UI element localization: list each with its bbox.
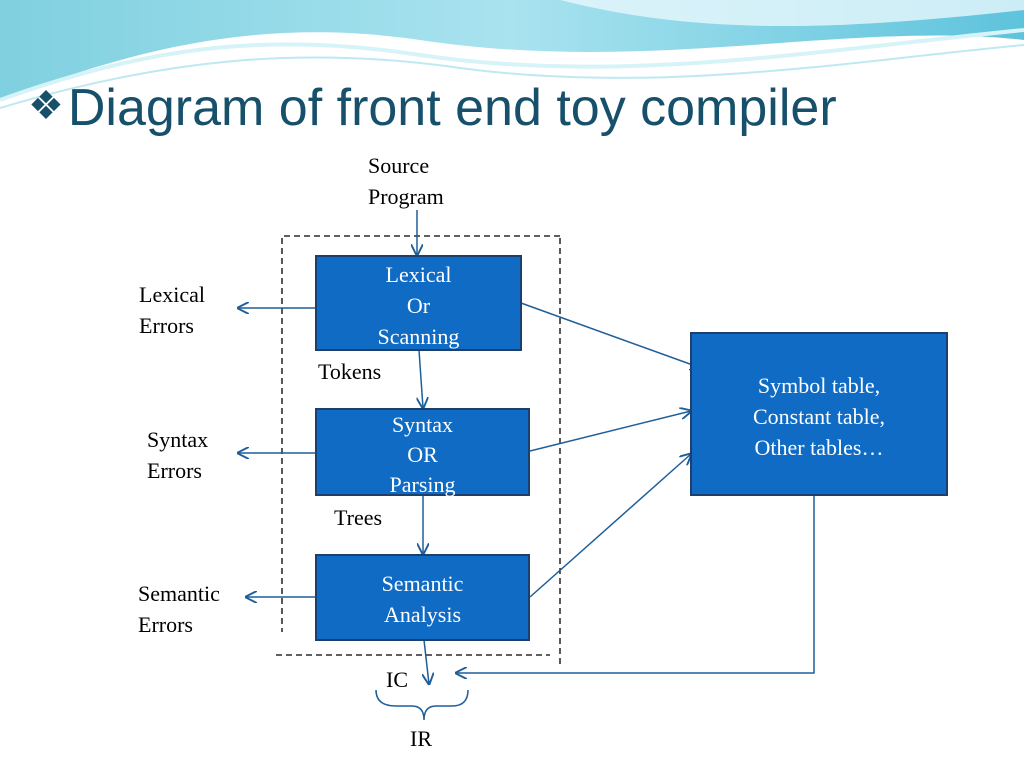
arrow-semantic-to-ic xyxy=(424,639,429,684)
slide-title-text: Diagram of front end toy compiler xyxy=(67,79,837,137)
symbol-tables-box: Symbol table, Constant table, Other tabl… xyxy=(690,332,948,496)
header-wave-decoration xyxy=(0,0,1024,109)
front-end-dashed-boundary xyxy=(276,235,561,665)
arrow-tables-to-ic xyxy=(456,495,815,673)
semantic-analysis-box: Semantic Analysis xyxy=(315,554,530,641)
ic-label: IC xyxy=(386,667,408,692)
arrow-semantic-to-tables xyxy=(529,454,691,598)
tokens-label: Tokens xyxy=(318,359,382,384)
source-program-label: Source Program xyxy=(368,153,444,209)
lexical-analysis-box: Lexical Or Scanning xyxy=(315,255,522,351)
ic-ir-brace xyxy=(375,689,469,721)
syntax-errors-label: Syntax Errors xyxy=(147,427,209,483)
lexical-errors-label: Lexical Errors xyxy=(139,282,205,338)
slide-title: ❖Diagram of front end toy compiler xyxy=(28,78,837,138)
diamond-bullet-icon: ❖ xyxy=(28,84,64,128)
ir-label: IR xyxy=(410,726,432,751)
syntax-analysis-box: Syntax OR Parsing xyxy=(315,408,530,497)
arrow-tokens xyxy=(419,349,423,408)
arrow-syntax-to-tables xyxy=(529,411,691,452)
arrow-lexical-to-tables xyxy=(520,302,701,368)
trees-label: Trees xyxy=(334,505,383,530)
semantic-errors-label: Semantic Errors xyxy=(138,581,220,637)
